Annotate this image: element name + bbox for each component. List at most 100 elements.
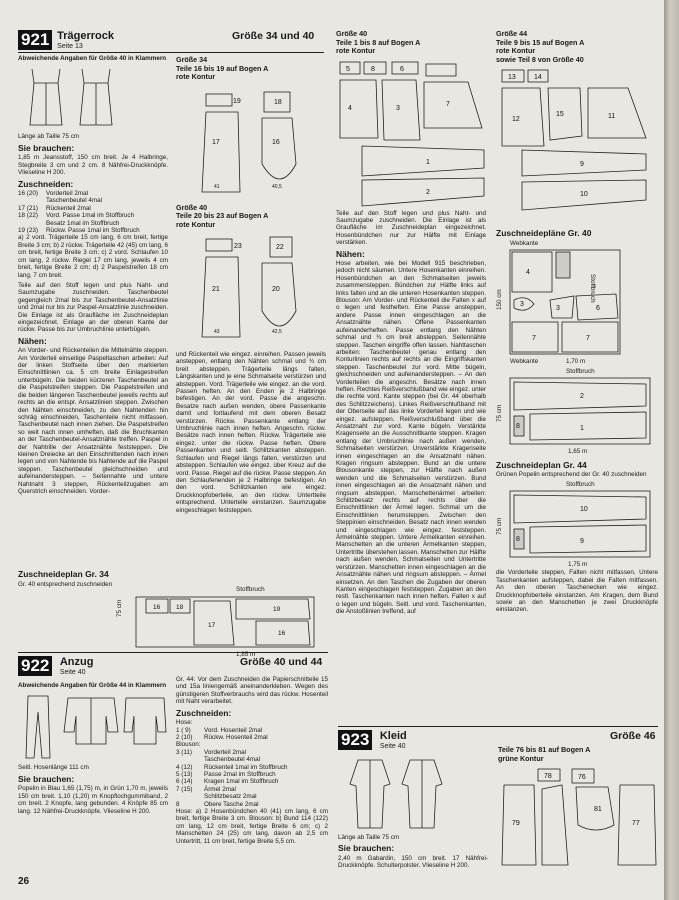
model-922-col1: Abweichende Angaben für Größe 44 in Klam…: [18, 682, 168, 818]
svg-text:21: 21: [212, 286, 220, 293]
pieces-contour: rote Kontur: [336, 46, 376, 55]
svg-text:81: 81: [594, 806, 602, 813]
skirt-length: Länge ab Taille 75 cm: [18, 133, 80, 141]
pieces-contour: rote Kontur: [176, 72, 216, 81]
needs-text: 1,85 m Jeansstoff, 150 cm breit. Je 4 Ha…: [18, 154, 168, 177]
svg-text:6: 6: [400, 66, 404, 73]
svg-text:4: 4: [526, 269, 530, 276]
cut-heading: Zuschneiden:: [18, 178, 74, 189]
deviation-note: Abweichende Angaben für Größe 40 in Klam…: [18, 55, 167, 62]
pieces-title: Größe 34: [176, 55, 208, 64]
plan44-sub: Grünen Popelin entsprechend der Gr. 40 z…: [496, 471, 647, 478]
svg-text:16: 16: [272, 139, 280, 146]
svg-text:6: 6: [596, 305, 600, 312]
pieces-contour: grüne Kontur: [498, 753, 544, 763]
svg-text:2: 2: [580, 393, 584, 400]
sew-text: Hose arbeiten, wie bei Modell 915 beschr…: [336, 260, 486, 616]
cut-extra: a) 2 vord. Trägerteile 15 cm lang, 6 cm …: [18, 234, 168, 279]
garment-sketch-skirt: [29, 69, 113, 126]
pieces-sub: Teile 9 bis 15 auf Bogen A: [496, 37, 585, 47]
svg-text:9: 9: [580, 538, 584, 545]
list-item: 1 ( 9)Vord. Hosenteil 2mal: [176, 726, 263, 734]
svg-text:10: 10: [580, 191, 588, 198]
svg-text:7: 7: [532, 335, 536, 342]
pieces-contour: rote Kontur: [176, 219, 216, 229]
size-heading: Größe 40 und 44: [240, 656, 323, 668]
column-1: 921 Trägerrock Seite 13 Abweichende Anga…: [18, 30, 168, 498]
cut-note: Teile auf den Stoff legen und plus Naht-…: [18, 281, 168, 334]
cut-list: 16 (20)Vorderteil 2mal Taschenbeutel 4ma…: [18, 190, 168, 234]
cut-intro: Hose:: [176, 719, 193, 727]
model-number-badge: 923: [338, 730, 373, 750]
gr44-note: Gr. 44: Vor dem Zuschneiden die Papiersc…: [176, 676, 328, 706]
pieces-sub: sowie Teil 8 von Größe 40: [496, 54, 584, 64]
svg-text:5: 5: [346, 66, 350, 73]
model-name: Trägerrock: [57, 30, 114, 42]
list-item: 17 (21)Rückenteil 2mal: [18, 204, 91, 212]
svg-text:76: 76: [578, 774, 586, 781]
cutting-plan-diagram: 2 1 8: [509, 377, 651, 444]
pieces-title: Größe 40: [336, 29, 368, 38]
list-item: 4 (12)Rückenteil 1mal im Stoffbruch: [176, 763, 288, 771]
svg-text:77: 77: [632, 820, 640, 827]
svg-text:14: 14: [534, 74, 542, 81]
svg-text:15: 15: [556, 111, 564, 118]
model-number-badge: 922: [18, 656, 53, 676]
svg-text:22: 22: [276, 244, 284, 251]
list-item: 3 (11)Vorderteil 2mal: [176, 748, 246, 756]
needs-heading: Sie brauchen:: [18, 142, 75, 153]
svg-text:19: 19: [273, 606, 281, 613]
column-2: Größe 34 Teile 16 bis 19 auf Bogen A rot…: [176, 55, 326, 517]
list-item: 18 (22)Vord. Passe 1mal im Stoffbruch: [18, 212, 135, 220]
needs-heading: Sie brauchen:: [18, 773, 75, 784]
svg-text:20: 20: [272, 286, 280, 293]
model-name: Kleid: [379, 730, 407, 742]
needs-text: 2,40 m Gabardin, 150 cm breit. 17 Nähfre…: [338, 854, 488, 870]
pieces-title: Größe 40: [176, 202, 208, 212]
cut-note: Teile auf den Stoff legen und plus Naht-…: [336, 209, 486, 247]
cut-list: 1 ( 9)Vord. Hosenteil 2mal 2 (10)Rückw. …: [176, 727, 328, 808]
svg-text:17: 17: [212, 139, 220, 146]
svg-text:8: 8: [516, 423, 520, 430]
cut-heading: Zuschneiden:: [176, 707, 232, 718]
model-page-ref: Seite 40: [379, 743, 406, 750]
model-number-badge: 921: [18, 30, 53, 50]
list-item: 16 (20)Vorderteil 2mal: [18, 190, 88, 198]
sew-continued: und Rückenteil wie eingez. einreihen. Pa…: [176, 351, 326, 514]
svg-text:17: 17: [208, 622, 216, 629]
size-heading: Größe 34 und 40: [232, 30, 315, 42]
list-item: 6 (14)Kragen 1mal im Stoffbruch: [176, 778, 279, 786]
list-item: Blouson:: [176, 741, 201, 749]
list-item: Taschenbeutel 4mal: [46, 197, 103, 205]
svg-text:1: 1: [426, 159, 430, 166]
section-rule: [338, 726, 658, 727]
svg-text:79: 79: [512, 820, 520, 827]
pieces-title: Größe 44: [496, 29, 528, 38]
deviation-note: Abweichende Angaben für Größe 44 in Klam…: [18, 682, 167, 689]
needs-text: Popelin in Blau 1,65 (1,75) m, in Grün 1…: [18, 785, 168, 815]
svg-text:41: 41: [214, 184, 220, 190]
model-922-col2: Gr. 44: Vor dem Zuschneiden die Papiersc…: [176, 676, 328, 848]
svg-text:19: 19: [233, 98, 241, 105]
svg-text:18: 18: [176, 604, 184, 611]
adjacent-page-edge: [664, 0, 679, 900]
model-923-col2: Teile 76 bis 81 auf Bogen A grüne Kontur…: [498, 745, 660, 871]
model-922-header: 922 Anzug Seite 40: [18, 656, 93, 677]
model-923-header: 923 Kleid Seite 40: [338, 730, 407, 751]
model-923-col1: Länge ab Taille 75 cm Sie brauchen: 2,40…: [338, 754, 488, 873]
pieces-sub: Teile 16 bis 19 auf Bogen A: [176, 63, 269, 73]
garment-sketch-suit: [25, 696, 167, 759]
svg-text:1: 1: [580, 425, 584, 432]
plans-heading: Zuschneidepläne Gr. 40: [496, 228, 592, 238]
